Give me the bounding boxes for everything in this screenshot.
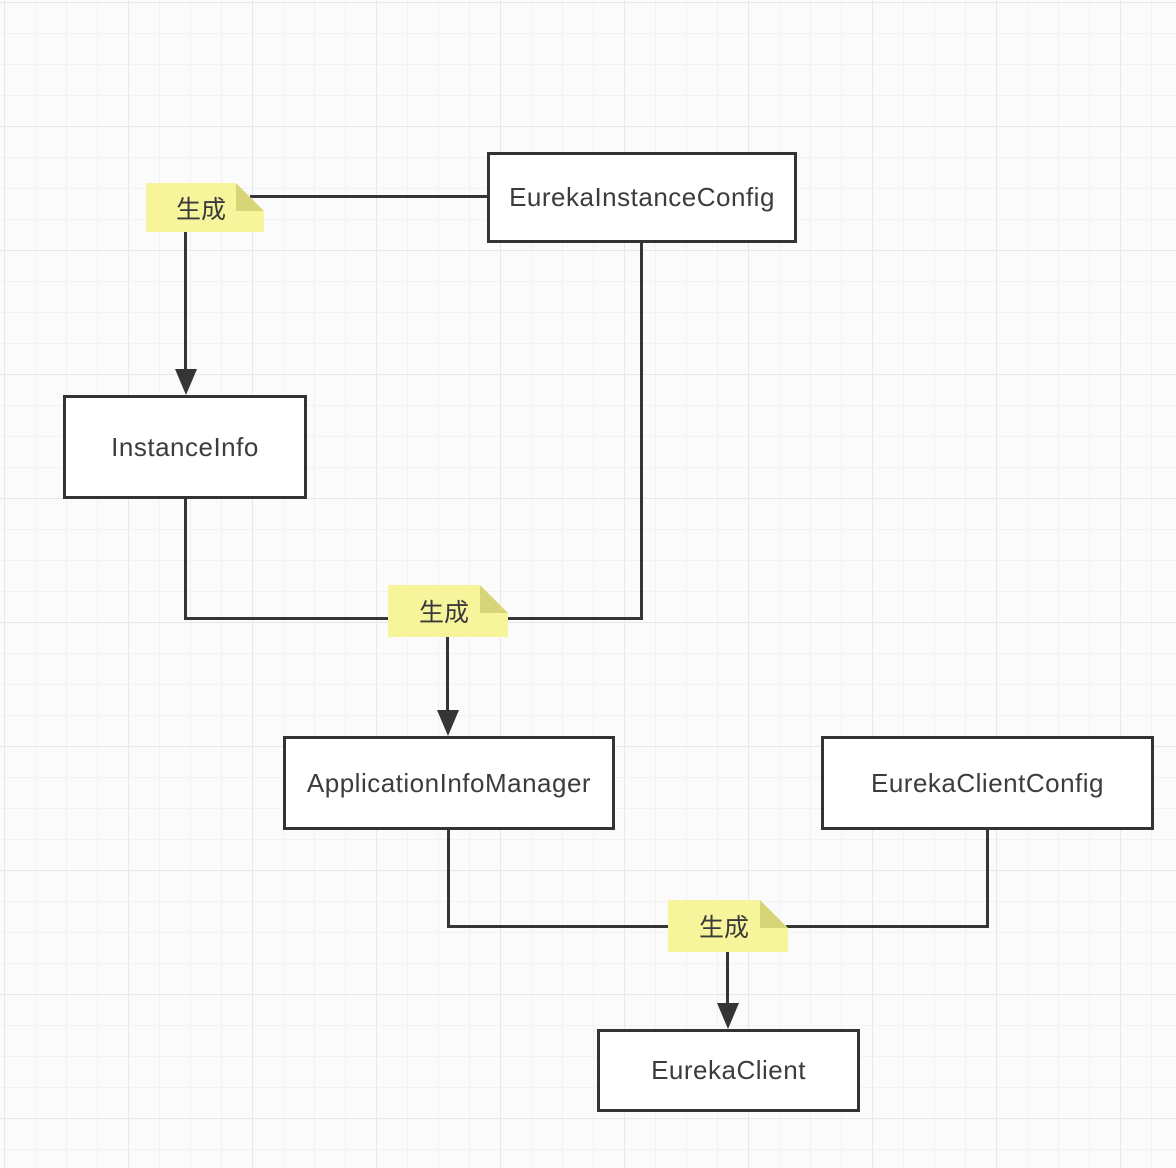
connector-applicationinfomanager-down	[447, 830, 450, 928]
arrowhead-icon	[717, 1003, 739, 1029]
note-label: 生成	[698, 914, 749, 942]
node-label: EurekaClient	[651, 1055, 806, 1085]
note-label: 生成	[175, 195, 226, 224]
sticky-note-generate-3[interactable]: 生成	[668, 900, 788, 952]
connector-eurekaclientconfig-down	[986, 830, 989, 928]
node-eureka-instance-config[interactable]: EurekaInstanceConfig	[487, 152, 797, 243]
connector-eurekaclientconfig-note3	[786, 925, 989, 928]
folded-corner-icon	[480, 585, 508, 613]
connector-instanceinfo-down	[184, 499, 187, 620]
connector-eurekainstanceconfig-note2	[506, 617, 643, 620]
node-label: EurekaInstanceConfig	[509, 182, 775, 212]
connector-note1-eurekainstanceconfig	[250, 195, 490, 198]
connector-note2-applicationinfomanager	[446, 637, 449, 714]
node-eureka-client-config[interactable]: EurekaClientConfig	[821, 736, 1154, 830]
connector-applicationinfomanager-note3	[447, 925, 670, 928]
node-eureka-client[interactable]: EurekaClient	[597, 1029, 860, 1112]
node-label: ApplicationInfoManager	[306, 767, 592, 798]
connector-note1-instanceinfo	[184, 232, 187, 373]
node-label: InstanceInfo	[111, 431, 259, 462]
folded-corner-icon	[760, 900, 788, 928]
node-instance-info[interactable]: InstanceInfo	[63, 395, 307, 499]
connector-instanceinfo-note2	[184, 617, 390, 620]
arrowhead-icon	[175, 369, 197, 395]
sticky-note-generate-1[interactable]: 生成	[146, 183, 264, 232]
node-application-info-manager[interactable]: ApplicationInfoManager	[283, 736, 615, 830]
connector-note3-eurekaclient	[726, 952, 729, 1007]
connector-eurekainstanceconfig-down	[640, 243, 643, 620]
sticky-note-generate-2[interactable]: 生成	[388, 585, 508, 637]
node-label: EurekaClientConfig	[870, 767, 1104, 798]
arrowhead-icon	[437, 710, 459, 736]
note-label: 生成	[418, 599, 469, 627]
